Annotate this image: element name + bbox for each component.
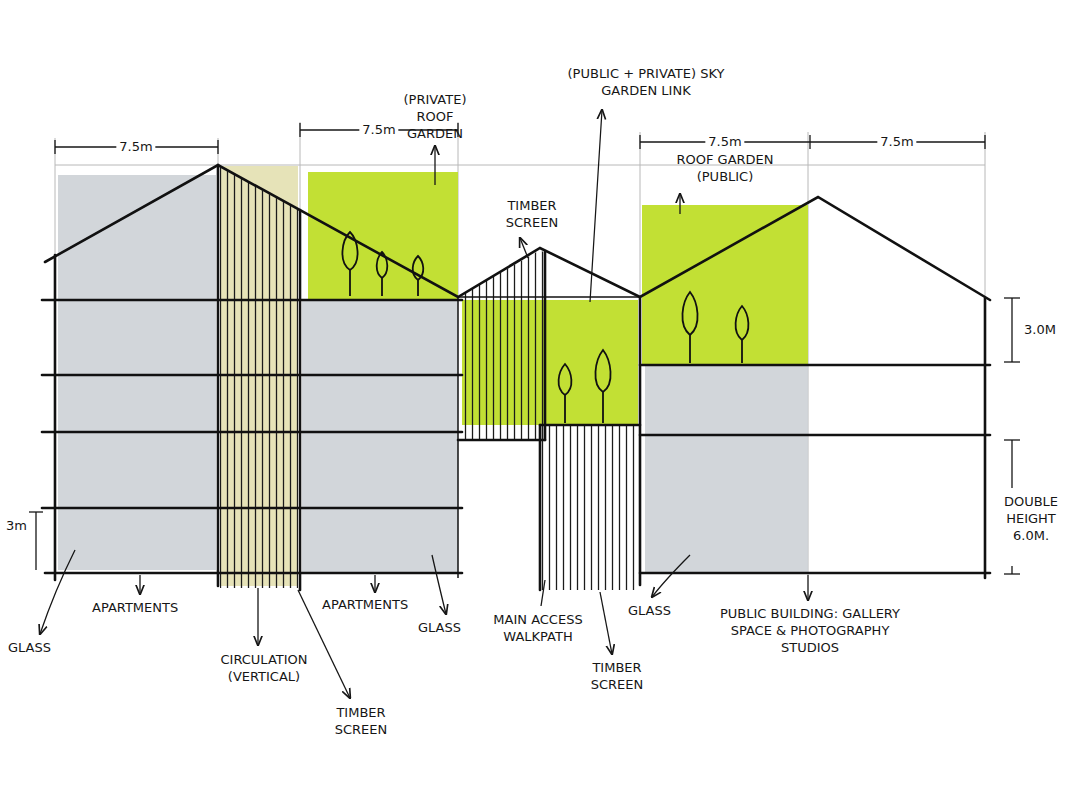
- material-label: GLASS: [8, 640, 51, 657]
- structure-lines: [42, 165, 990, 590]
- space-label: APARTMENTS: [92, 600, 178, 617]
- roof-garden-label: ROOF GARDEN (PUBLIC): [650, 152, 800, 186]
- material-label: TIMBER SCREEN: [490, 198, 574, 232]
- dimension-label: 7.5m: [116, 139, 155, 156]
- glass-wash: [645, 365, 808, 573]
- timber-screen: [460, 250, 545, 440]
- dimension-label: 7.5m: [877, 134, 916, 151]
- tree-symbols: [342, 232, 748, 423]
- dimension-label: 7.5m: [359, 122, 398, 139]
- roof-garden-label: (PRIVATE) ROOF GARDEN: [390, 92, 480, 143]
- dimension-label: DOUBLE HEIGHT 6.0M.: [990, 494, 1072, 545]
- dimension-label: 7.5m: [705, 134, 744, 151]
- timber-screen: [541, 426, 639, 590]
- sky-garden-label: (PUBLIC + PRIVATE) SKY GARDEN LINK: [560, 66, 732, 100]
- timber-screen: [220, 167, 298, 588]
- glass-wash: [302, 300, 458, 572]
- material-label: GLASS: [628, 603, 671, 620]
- space-label: CIRCULATION (VERTICAL): [205, 652, 323, 686]
- space-label: APARTMENTS: [322, 597, 408, 614]
- roof-garden: [308, 172, 458, 299]
- dimension-lines: [29, 123, 1020, 574]
- space-label: MAIN ACCESS WALKPATH: [480, 612, 596, 646]
- space-label: PUBLIC BUILDING: GALLERY SPACE & PHOTOGR…: [700, 606, 920, 657]
- leader-lines: [40, 110, 808, 698]
- dimension-label: 3m: [6, 518, 27, 535]
- dimension-label: 3.0M: [1024, 322, 1056, 339]
- material-label: GLASS: [418, 620, 461, 637]
- glass-wash: [58, 175, 216, 570]
- material-label: TIMBER SCREEN: [572, 660, 662, 694]
- structure-lines: [458, 297, 640, 578]
- material-label: TIMBER SCREEN: [316, 705, 406, 739]
- roof-garden: [642, 205, 808, 365]
